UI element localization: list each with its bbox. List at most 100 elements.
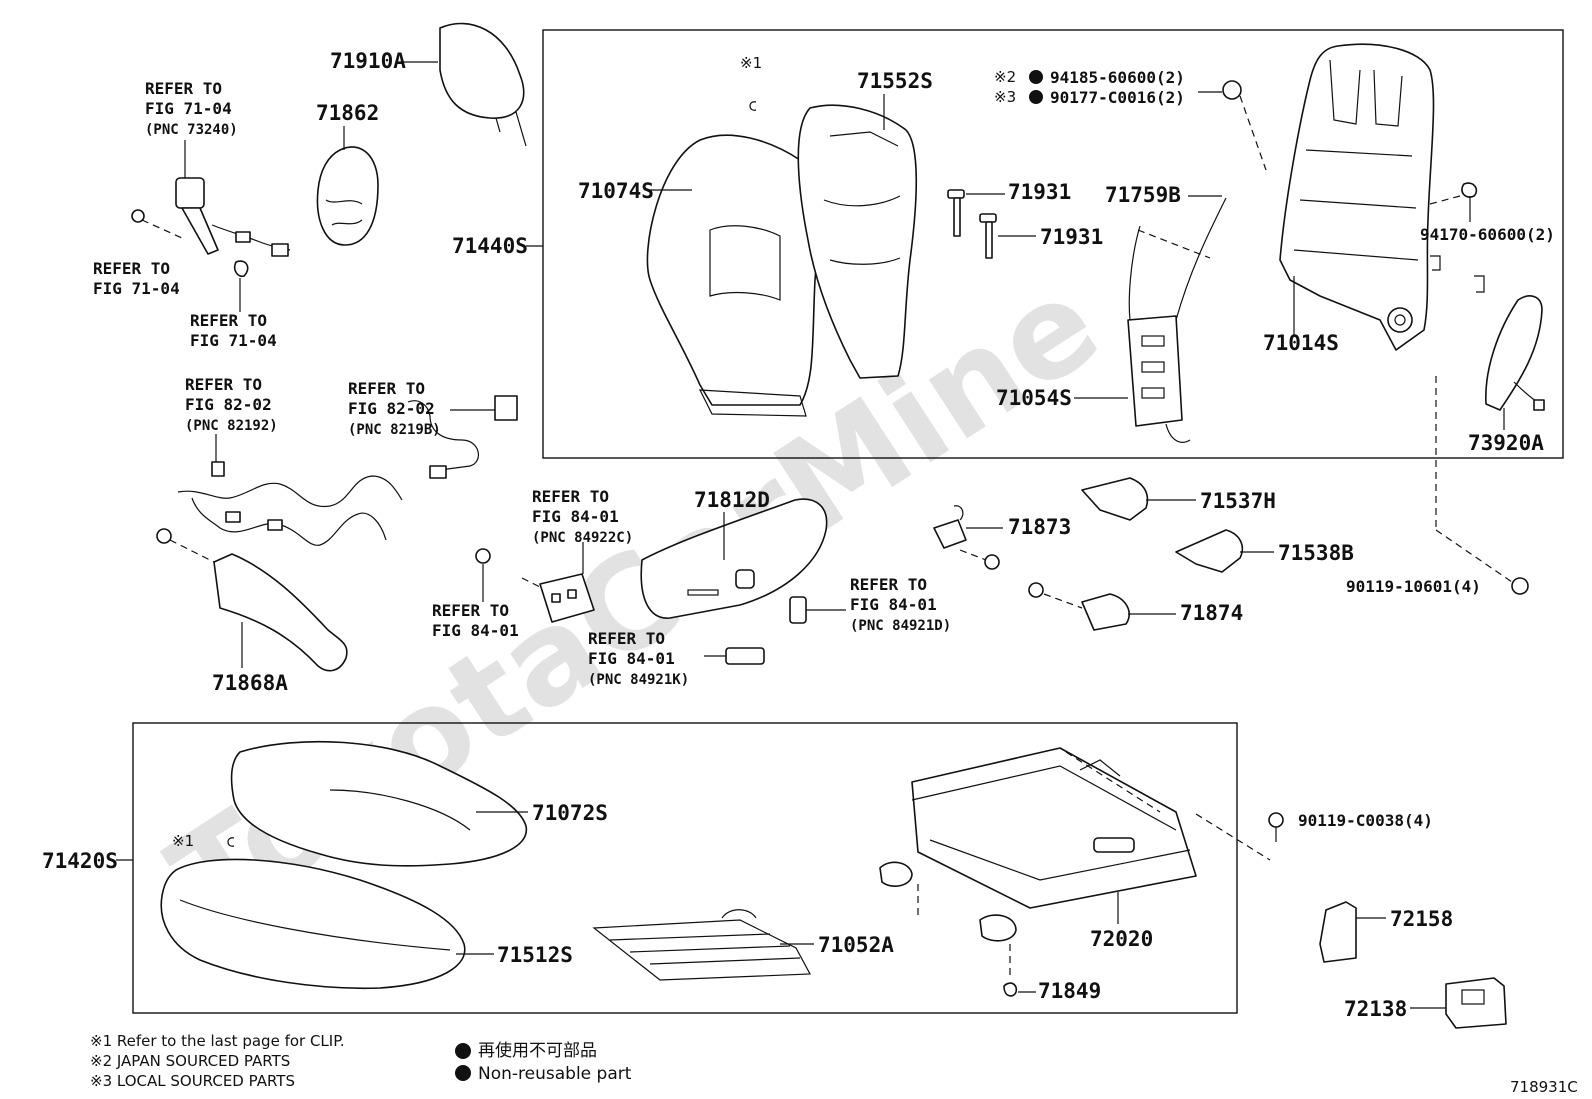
- ref9-line1[interactable]: REFER TO: [588, 629, 665, 648]
- part-label-71849[interactable]: 71849: [1038, 979, 1101, 1003]
- nut-94170[interactable]: [1461, 182, 1478, 198]
- ref7-line2[interactable]: FIG 84-01: [432, 621, 519, 640]
- figure-code: 718931C: [1510, 1078, 1578, 1096]
- ref7-line1[interactable]: REFER TO: [432, 601, 509, 620]
- non-reusable-dot-2: [1029, 90, 1043, 104]
- nut-94185[interactable]: [1222, 80, 1242, 100]
- part-label-71074S[interactable]: 71074S: [578, 179, 654, 203]
- ref5-line3: (PNC 8219B): [348, 422, 441, 438]
- part-label-71054S[interactable]: 71054S: [996, 386, 1072, 410]
- part-label-71552S[interactable]: 71552S: [857, 69, 933, 93]
- seat-adjuster-72020[interactable]: [879, 747, 1197, 942]
- part-label-72138[interactable]: 72138: [1344, 997, 1407, 1021]
- part-label-71874[interactable]: 71874: [1180, 601, 1243, 625]
- headrest-pad-part[interactable]: [316, 146, 379, 246]
- part-label-94185[interactable]: 94185-60600(2): [1050, 68, 1185, 87]
- legend-dot-1: [455, 1043, 471, 1059]
- cushion-cover-71072S[interactable]: [230, 740, 528, 867]
- ref1-line2[interactable]: FIG 71-04: [145, 99, 232, 118]
- part-label-71072S[interactable]: 71072S: [532, 801, 608, 825]
- seatbelt-buckle-part[interactable]: [131, 177, 291, 278]
- part-label-71873[interactable]: 71873: [1008, 515, 1071, 539]
- part-label-71537H[interactable]: 71537H: [1200, 489, 1276, 513]
- wire-harness-part[interactable]: [177, 395, 518, 546]
- ref4-line3: (PNC 82192): [185, 418, 278, 434]
- ref9-line2[interactable]: FIG 84-01: [588, 649, 675, 668]
- ref5-line2[interactable]: FIG 82-02: [348, 399, 435, 418]
- ref8-line2[interactable]: FIG 84-01: [850, 595, 937, 614]
- part-label-71868A[interactable]: 71868A: [212, 671, 288, 695]
- dash-71759B: [1137, 229, 1211, 259]
- headrest-support-71931[interactable]: [947, 189, 997, 259]
- part-label-71910A[interactable]: 71910A: [330, 49, 406, 73]
- part-label-72158[interactable]: 72158: [1390, 907, 1453, 931]
- clip-icon-2: [227, 837, 235, 847]
- part-label-90177[interactable]: 90177-C0016(2): [1050, 88, 1185, 107]
- legend-english: Non-reusable part: [478, 1064, 632, 1084]
- cover-71538B[interactable]: [1175, 529, 1244, 573]
- note-japan: ※2 JAPAN SOURCED PARTS: [90, 1052, 290, 1070]
- part-label-94170[interactable]: 94170-60600(2): [1420, 225, 1555, 244]
- part-label-71931a[interactable]: 71931: [1008, 180, 1071, 204]
- ref4-line1[interactable]: REFER TO: [185, 375, 262, 394]
- ref1-line1[interactable]: REFER TO: [145, 79, 222, 98]
- clip-icon: [749, 101, 757, 111]
- bracket-71874[interactable]: [1028, 582, 1130, 631]
- note-clip: ※1 Refer to the last page for CLIP.: [90, 1032, 345, 1050]
- bolt-90119-10601[interactable]: [1511, 577, 1529, 595]
- ref2-line1[interactable]: REFER TO: [93, 259, 170, 278]
- ref3-line1[interactable]: REFER TO: [190, 311, 267, 330]
- cover-71537H[interactable]: [1081, 477, 1149, 521]
- part-label-90119-10601[interactable]: 90119-10601(4): [1346, 577, 1481, 596]
- headrest-part[interactable]: [439, 22, 527, 147]
- seatback-pad-71552S[interactable]: [797, 104, 918, 379]
- seatback-frame-71014S[interactable]: [1279, 43, 1435, 351]
- part-label-71420S[interactable]: 71420S: [42, 849, 118, 873]
- cover-72158[interactable]: [1319, 901, 1357, 963]
- seat-shield-part[interactable]: [640, 498, 828, 665]
- local-mark: ※3: [994, 88, 1016, 106]
- part-label-71812D[interactable]: 71812D: [694, 488, 770, 512]
- part-label-71512S[interactable]: 71512S: [497, 943, 573, 967]
- dash-94170: [1429, 195, 1461, 205]
- ref4-line2[interactable]: FIG 82-02: [185, 395, 272, 414]
- ref5-line1[interactable]: REFER TO: [348, 379, 425, 398]
- cushion-group-box: [132, 722, 1238, 1014]
- ref6-line2[interactable]: FIG 84-01: [532, 507, 619, 526]
- dash-72020-right: [1065, 751, 1161, 813]
- dash-90119-10601b: [1435, 529, 1513, 583]
- clip-mark-1: ※1: [740, 54, 762, 72]
- dash-71868A: [169, 539, 215, 563]
- ref8-line1[interactable]: REFER TO: [850, 575, 927, 594]
- part-label-71759B[interactable]: 71759B: [1105, 183, 1181, 207]
- seat-spring-71052A[interactable]: [592, 909, 811, 981]
- seatback-cover-71074S[interactable]: [646, 134, 819, 417]
- bracket-72138[interactable]: [1445, 977, 1507, 1029]
- power-seat-switch-part[interactable]: [475, 548, 595, 623]
- part-label-71931b[interactable]: 71931: [1040, 225, 1103, 249]
- ref1-line3: (PNC 73240): [145, 122, 238, 138]
- part-label-71014S[interactable]: 71014S: [1263, 331, 1339, 355]
- part-label-90119-C0038[interactable]: 90119-C0038(4): [1298, 811, 1433, 830]
- airbag-module-73920A[interactable]: [1485, 295, 1545, 411]
- ref3-line2[interactable]: FIG 71-04: [190, 331, 277, 350]
- side-cover-part[interactable]: [156, 528, 348, 672]
- ref2-line2[interactable]: FIG 71-04: [93, 279, 180, 298]
- clip-mark-2: ※1: [172, 832, 194, 850]
- ref6-line1[interactable]: REFER TO: [532, 487, 609, 506]
- cushion-pad-71512S[interactable]: [160, 858, 466, 990]
- clip-71849[interactable]: [1003, 982, 1018, 997]
- japan-mark: ※2: [994, 68, 1016, 86]
- part-label-71862[interactable]: 71862: [316, 101, 379, 125]
- seatback-group-box: [542, 29, 1564, 459]
- part-label-72020[interactable]: 72020: [1090, 927, 1153, 951]
- part-label-71440S[interactable]: 71440S: [452, 234, 528, 258]
- bolt-90119-C0038[interactable]: [1268, 812, 1284, 842]
- legend-japanese: 再使用不可部品: [478, 1040, 597, 1061]
- part-label-71538B[interactable]: 71538B: [1278, 541, 1354, 565]
- lumbar-support-71054S[interactable]: [1127, 197, 1227, 443]
- bracket-71873[interactable]: [933, 505, 967, 549]
- part-label-71052A[interactable]: 71052A: [818, 933, 894, 957]
- part-label-73920A[interactable]: 73920A: [1468, 431, 1544, 455]
